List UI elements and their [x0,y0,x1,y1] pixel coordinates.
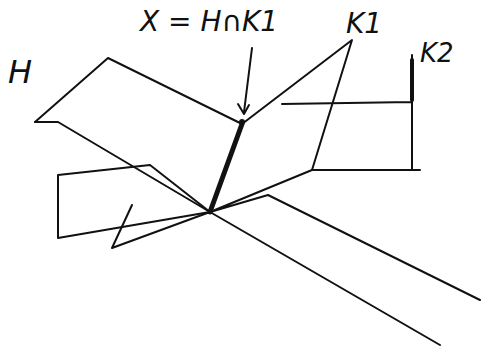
plane-lower [58,165,210,238]
intersection-label: X = H∩K1 [140,8,278,36]
plane-label: H [8,56,32,88]
leader-line [244,48,252,112]
k2-edge [410,60,414,100]
point [239,119,245,125]
plane-label: K2 [420,40,454,66]
arrowhead [238,104,249,114]
intersection-line [210,124,242,212]
plane-label: K1 [346,10,382,38]
plane-wedge [112,205,210,248]
plane-k1 [242,40,352,170]
plane-k2 [282,55,412,170]
plane-h [35,58,242,124]
plane-lower-right [210,170,480,345]
